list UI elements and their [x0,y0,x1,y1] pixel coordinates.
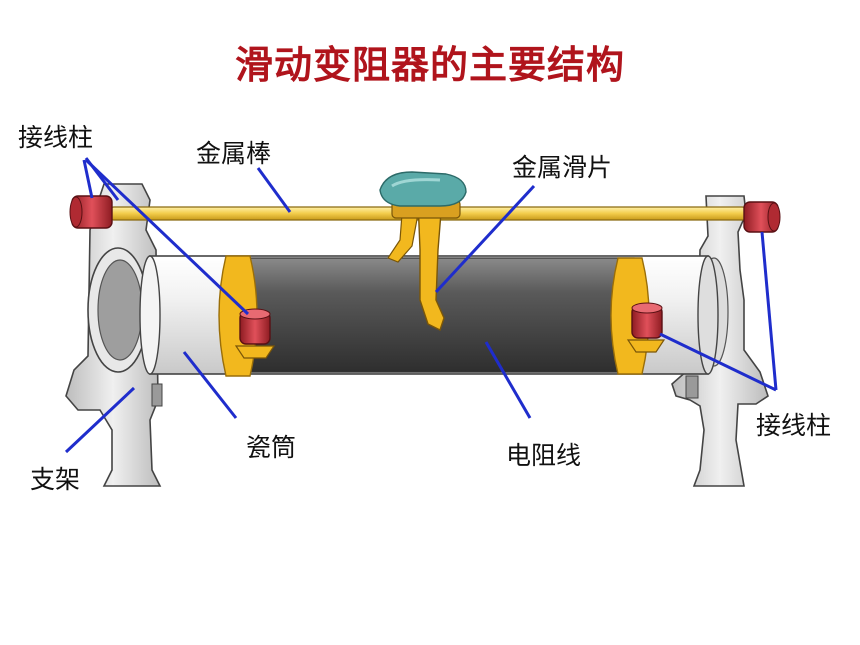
leader-terminal-left-a [82,159,94,199]
terminal-left-top [69,195,113,229]
metal-slider [379,171,467,331]
terminal-left-tube [234,308,276,359]
page-title: 滑动变阻器的主要结构 [234,43,625,87]
terminal-right-top [743,201,781,233]
leader-lines [64,157,778,454]
label-resistance-wire: 电阻线 [506,441,582,470]
leader-porcelain-tube [182,351,238,419]
leader-terminal-left-c [84,157,120,201]
leader-terminal-left-b [84,158,250,316]
label-metal-slider: 金属滑片 [512,153,613,182]
label-metal-rod: 金属棒 [196,139,272,168]
leader-terminal-right-b [659,332,777,392]
label-terminal-left: 接线柱 [18,123,94,152]
leader-terminal-right-a [760,231,778,391]
leader-resistance-wire [484,341,532,419]
terminal-right-tube [626,302,666,353]
leader-metal-rod [256,167,292,213]
left-bracket [65,183,163,487]
label-terminal-right: 接线柱 [756,411,832,440]
leader-metal-slider [434,184,536,294]
leader-bracket [64,386,136,454]
label-bracket: 支架 [30,465,81,494]
label-porcelain-tube: 瓷筒 [246,433,297,462]
